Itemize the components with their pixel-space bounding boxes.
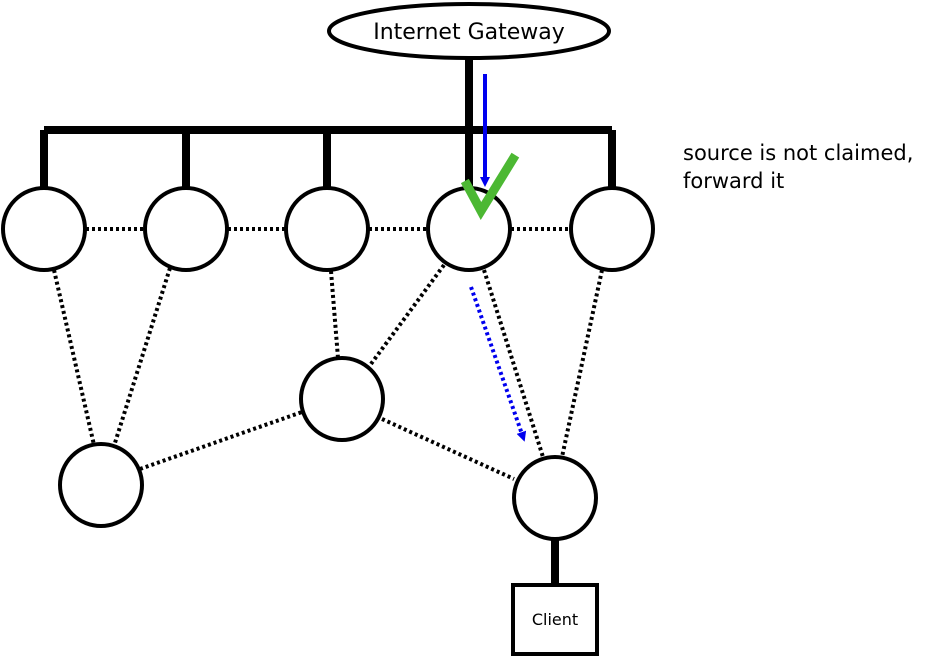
forwarded-packet-arrow <box>469 286 527 442</box>
mesh-link <box>381 417 515 481</box>
client: Client <box>511 583 599 656</box>
mesh-node-3 <box>284 186 370 272</box>
gateway-label: Internet Gateway <box>373 20 565 45</box>
mesh-link <box>52 269 96 446</box>
wired-backbone <box>40 58 616 585</box>
mesh-node-7 <box>58 442 144 528</box>
mesh-link <box>482 269 545 458</box>
mesh-node-5 <box>569 186 655 272</box>
wireless-mesh-links <box>52 227 604 481</box>
mesh-node-8 <box>512 455 598 541</box>
mesh-nodes <box>1 186 655 541</box>
internet-gateway: Internet Gateway <box>327 2 611 60</box>
forwarding-annotation: source is not claimed, forward it <box>683 139 913 195</box>
mesh-link <box>329 270 340 359</box>
gateway-ellipse <box>327 2 611 60</box>
client-label: Client <box>532 610 578 629</box>
check-mark-icon <box>460 152 520 221</box>
mesh-node-6 <box>299 356 385 442</box>
annotation-line-1: source is not claimed, <box>683 141 914 165</box>
client-box <box>511 583 599 656</box>
mesh-link <box>366 263 446 370</box>
mesh-link <box>139 410 303 471</box>
annotation-line-2: forward it <box>683 169 785 193</box>
packet-flow-arrows <box>469 74 527 442</box>
mesh-link <box>112 267 172 447</box>
mesh-node-1 <box>1 186 87 272</box>
mesh-node-4 <box>426 186 512 272</box>
mesh-link <box>560 269 604 458</box>
mesh-node-2 <box>143 186 229 272</box>
